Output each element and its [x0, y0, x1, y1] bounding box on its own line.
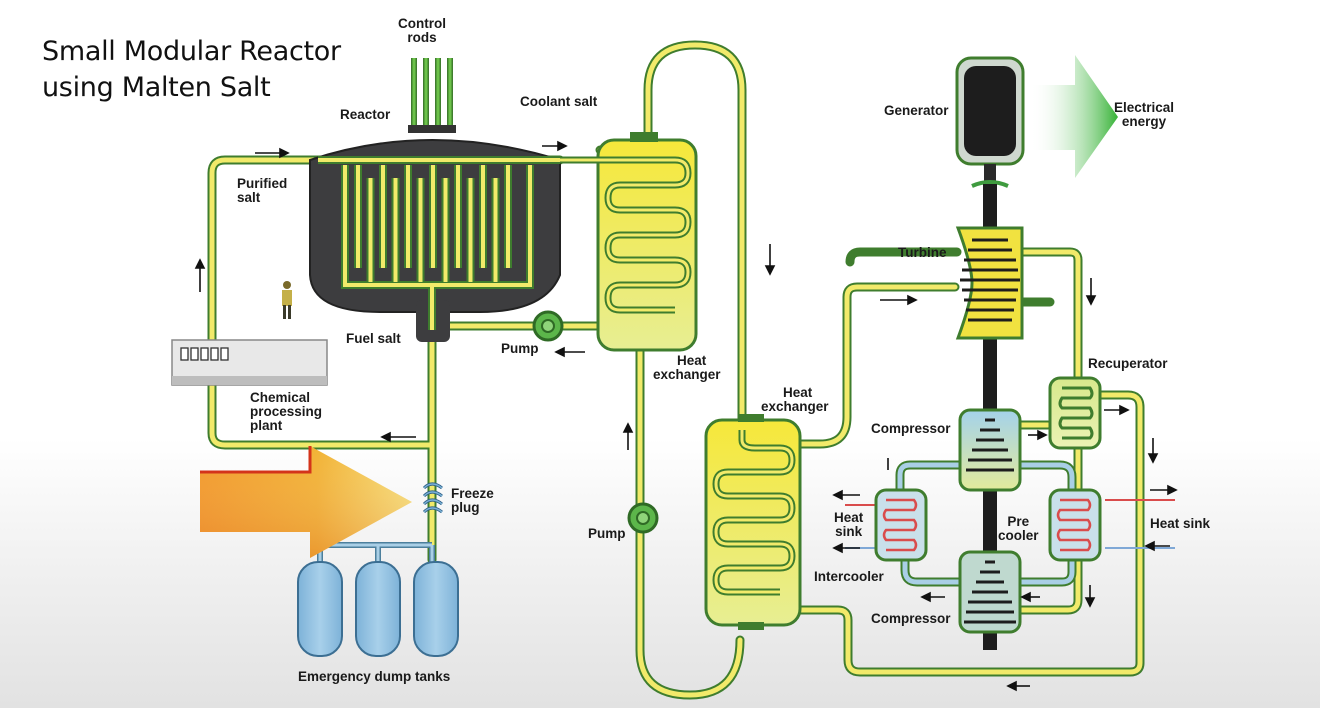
- chemical-processing-plant: [171, 339, 328, 386]
- generator-label: Generator: [884, 103, 949, 118]
- electrical-energy-arrow-icon: [1030, 55, 1118, 178]
- turbine: [955, 226, 1024, 340]
- pump-top-icon: [532, 310, 564, 342]
- pump-left-icon: [627, 502, 659, 534]
- generator-icon: [955, 56, 1025, 188]
- reactor-vessel: [309, 139, 561, 342]
- heat-sink-right-label: Heat sink: [1150, 516, 1211, 531]
- compressor-top-label: Compressor: [871, 421, 951, 436]
- fuel-salt-label: Fuel salt: [346, 331, 401, 346]
- pre-cooler: [1048, 488, 1102, 562]
- page-title: Small Modular Reactor using Malten Salt: [42, 34, 341, 106]
- heat-arrow-icon: [200, 446, 412, 558]
- emergency-dump-tanks: [297, 561, 459, 657]
- pump-top-label: Pump: [501, 341, 539, 356]
- compressor-bottom: [958, 550, 1022, 634]
- flow-arrows: [194, 140, 1178, 692]
- fuel-channels: [354, 165, 512, 282]
- intercooler-label: Intercooler: [814, 569, 884, 584]
- recuperator-label: Recuperator: [1088, 356, 1168, 371]
- compressor-top: [958, 408, 1022, 492]
- turbine-label: Turbine: [898, 245, 947, 260]
- intercooler: [874, 488, 928, 562]
- title-line-1: Small Modular Reactor: [42, 36, 341, 67]
- title-line-2: using Malten Salt: [42, 72, 271, 103]
- control-rods: [408, 58, 456, 133]
- recuperator: [1048, 376, 1102, 450]
- compressor-bottom-label: Compressor: [871, 611, 951, 626]
- reactor-label: Reactor: [340, 107, 391, 122]
- heat-exchanger-1: [560, 132, 698, 352]
- pump-left-label: Pump: [588, 526, 626, 541]
- emergency-dump-tanks-label: Emergency dump tanks: [298, 669, 451, 684]
- heat-exchanger-2: [704, 414, 802, 630]
- person-icon: [282, 281, 292, 319]
- blue-pipes: [317, 460, 1175, 587]
- coolant-salt-label: Coolant salt: [520, 94, 598, 109]
